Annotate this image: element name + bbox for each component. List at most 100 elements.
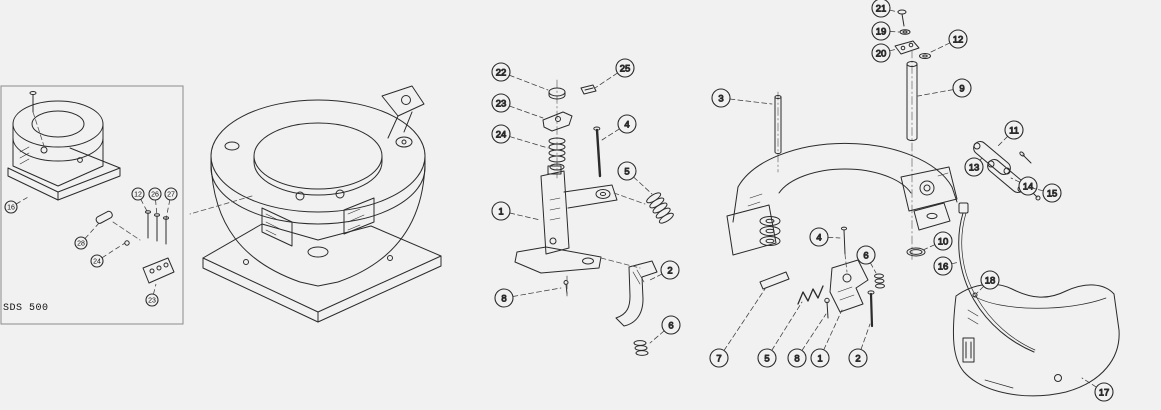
- callout-number-7: 7: [716, 353, 721, 364]
- callout-number-10: 10: [938, 236, 949, 247]
- callout-number-9: 9: [959, 83, 964, 94]
- callout-number-28: 28: [77, 240, 85, 247]
- callout-26: [148, 187, 162, 201]
- callout-27: [164, 187, 178, 201]
- callout-15: [1042, 183, 1062, 203]
- callout-number-11: 11: [1009, 125, 1019, 136]
- callout-number-18: 18: [985, 275, 996, 286]
- callout-6: [856, 245, 876, 265]
- callout-12: [948, 29, 968, 49]
- callout-leader-7: [723, 288, 766, 351]
- callout-leader-3: [729, 98, 773, 105]
- callout-12: [131, 187, 145, 201]
- callout-17: [1094, 382, 1114, 402]
- callout-leader-2: [649, 273, 663, 281]
- callout-leader-24: [101, 242, 126, 259]
- callout-leader-12: [140, 199, 149, 214]
- callout-leader-5: [633, 176, 653, 195]
- callout-leader-1: [823, 309, 843, 351]
- callout-leader-14: [1010, 177, 1021, 183]
- callout-number-8: 8: [794, 353, 799, 364]
- callout-9: [952, 78, 972, 98]
- callout-25: [615, 58, 635, 78]
- spring-6-part: [633, 340, 649, 356]
- callout-number-12: 12: [953, 34, 964, 45]
- callout-leader-6: [869, 262, 877, 274]
- callout-leader-11: [997, 135, 1009, 147]
- callout-number-25: 25: [620, 63, 631, 74]
- callout-number-22: 22: [496, 67, 507, 78]
- callout-10: [933, 231, 953, 251]
- callout-number-13: 13: [969, 162, 980, 173]
- hook-part: [615, 260, 658, 327]
- callout-number-15: 15: [1047, 188, 1058, 199]
- callout-6: [661, 315, 681, 335]
- callout-22: [491, 62, 511, 82]
- callout-number-23: 23: [148, 297, 156, 304]
- callout-leader-4: [827, 237, 841, 239]
- upper-clamp-ring: [726, 142, 958, 256]
- main-assembly-view: [189, 85, 442, 323]
- callout-leader-8: [801, 313, 827, 351]
- callout-leader-4: [601, 128, 620, 141]
- callout-number-5: 5: [764, 353, 769, 364]
- clip-part: [580, 84, 597, 95]
- callout-number-19: 19: [876, 26, 887, 37]
- callout-number-24: 24: [93, 258, 101, 265]
- callout-number-20: 20: [876, 48, 887, 59]
- rod-9-part: [906, 61, 918, 141]
- callout-leader-6: [649, 330, 665, 344]
- callout-number-16: 16: [7, 204, 15, 211]
- callout-leader-17: [1081, 377, 1097, 388]
- callout-number-12: 12: [134, 191, 142, 198]
- pin-4-part: [593, 126, 602, 178]
- callout-leader-28: [84, 221, 101, 239]
- main-bracket-part: [514, 165, 618, 274]
- callout-number-24: 24: [496, 129, 507, 140]
- pin-3-part: [774, 95, 782, 154]
- callout-number-6: 6: [863, 250, 868, 261]
- callout-number-8: 8: [501, 293, 506, 304]
- callout-13: [964, 157, 984, 177]
- callout-number-26: 26: [151, 191, 159, 198]
- callout-leader-12: [930, 42, 951, 53]
- bracket-20-part: [894, 40, 920, 55]
- cam-lever-part: [542, 111, 573, 132]
- callout-leader-27: [165, 199, 171, 220]
- callout-number-1: 1: [498, 206, 503, 217]
- callout-21: [871, 0, 891, 18]
- callout-16: [933, 256, 953, 276]
- callout-24: [491, 124, 511, 144]
- callout-leader-2: [860, 323, 871, 350]
- callout-number-17: 17: [1099, 387, 1110, 398]
- callout-number-4: 4: [816, 232, 821, 243]
- oring-10-part: [906, 247, 926, 257]
- callout-leader-10: [922, 244, 936, 251]
- nut-part: [548, 87, 566, 100]
- callout-7: [709, 348, 729, 368]
- callout-leader-22: [509, 74, 549, 91]
- callout-leader-20: [889, 48, 898, 52]
- callout-number-16: 16: [938, 261, 949, 272]
- callout-19: [871, 21, 891, 41]
- callout-number-14: 14: [1023, 181, 1034, 192]
- callout-5: [757, 348, 777, 368]
- callout-23: [491, 93, 511, 113]
- inset-loose-parts: [95, 210, 175, 284]
- callout-14: [1018, 176, 1038, 196]
- callout-8: [787, 348, 807, 368]
- callout-20: [871, 43, 891, 63]
- callout-23: [145, 293, 159, 307]
- lower-clamp-body: [952, 283, 1120, 397]
- callout-number-3: 3: [718, 93, 723, 104]
- callout-leader-5: [771, 301, 803, 351]
- main-latch: [381, 85, 425, 139]
- inset-top-screw: [29, 91, 45, 147]
- callout-leader-16: [951, 261, 960, 265]
- callout-number-5: 5: [624, 166, 629, 177]
- callout-number-2: 2: [667, 265, 672, 276]
